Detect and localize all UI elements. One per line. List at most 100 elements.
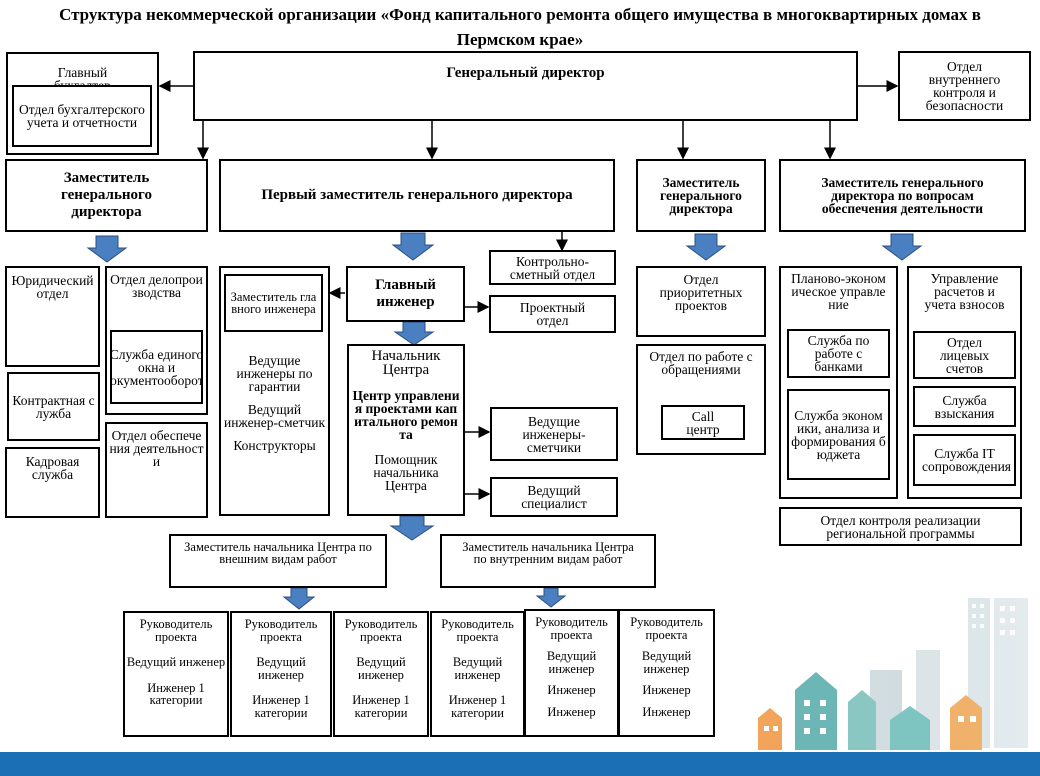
- program-control-box: Отдел контроля реализации региональной п…: [779, 507, 1022, 546]
- contract-service-label: Контрактная служба: [12, 392, 95, 421]
- call-center-box: Call центр: [661, 405, 745, 440]
- team-box: Руководитель проекта Ведущий инженер Инж…: [430, 611, 525, 737]
- hr-service-label: Кадровая служба: [25, 454, 80, 482]
- banks-service-box: Служба по работе с банками: [787, 329, 890, 378]
- deputy-external-label: Заместитель начальника Центра по внешним…: [184, 540, 372, 566]
- deputy-internal-box: Заместитель начальника Центра по внутрен…: [440, 534, 656, 588]
- deputy-right-label: Заместитель генерального директора: [660, 175, 742, 216]
- accounting-dept-label: Отдел бухгалтерского учета и отчетности: [19, 102, 145, 130]
- team-engineer-label: Ведущий инженер: [452, 655, 503, 682]
- lead-specialist-label: Ведущий специалист: [521, 483, 587, 511]
- warranty-engineers-label: Ведущие инженеры по гарантии: [236, 353, 313, 394]
- center-head-label: Начальник Центра: [371, 348, 441, 378]
- block-arrow-center: [393, 321, 435, 346]
- project-center-box: Начальник Центра Центр управления проект…: [347, 344, 465, 516]
- collection-service-label: Служба взыскания: [934, 392, 995, 421]
- chief-engineer-box: Главный инженер: [346, 266, 465, 322]
- team-lead-label: Руководитель проекта: [630, 615, 703, 642]
- center-assistant-label: Помощник начальника Центра: [373, 452, 439, 493]
- records-dept-label: Отдел делопроизводства: [110, 272, 203, 300]
- single-window-label: Служба единого окна и документооборота: [110, 346, 203, 388]
- estimate-control-box: Контрольно-сметный отдел: [489, 250, 616, 285]
- team-lead-label: Руководитель проекта: [535, 615, 608, 642]
- it-service-box: Служба IT сопровождения: [913, 434, 1016, 486]
- team-box: Руководитель проекта Ведущий инженер Инж…: [524, 609, 619, 737]
- deputy-support-box: Заместитель генерального директора по во…: [779, 159, 1026, 232]
- team-engineer2-label: Инженер 1 категории: [147, 680, 205, 707]
- estimate-control-label: Контрольно-сметный отдел: [509, 253, 596, 282]
- team-engineer-label: Ведущий инженер: [546, 649, 597, 676]
- accounting-dept-box: Отдел бухгалтерского учета и отчетности: [12, 85, 152, 147]
- team-engineer3-label: Инженер: [642, 704, 691, 719]
- economics-service-box: Служба экономики, анализа и формирования…: [787, 389, 890, 480]
- team-engineer2-label: Инженер: [642, 683, 691, 697]
- personal-accounts-box: Отдел лицевых счетов: [913, 331, 1016, 379]
- planning-dept-label: Планово-экономическое управление: [791, 271, 886, 312]
- page-title: Структура некоммерческой организации «Фо…: [59, 5, 981, 49]
- banks-service-label: Служба по работе с банками: [807, 333, 870, 374]
- block-arrow-right: [685, 233, 727, 261]
- center-estimators-box: Ведущие инженеры-сметчики: [490, 407, 618, 461]
- team-lead-label: Руководитель проекта: [139, 617, 213, 644]
- center-name-label: Центр управления проектами капитального …: [352, 388, 460, 442]
- legal-dept-box: Юридический отдел: [5, 266, 100, 367]
- team-box: Руководитель проекта Ведущий инженер Инж…: [333, 611, 429, 737]
- block-arrow-chief-engineer: [391, 232, 435, 261]
- team-box: Руководитель проекта Ведущий инженер Инж…: [123, 611, 229, 737]
- team-engineer2-label: Инженер 1 категории: [352, 693, 410, 720]
- general-director-label: Генеральный директор: [446, 65, 605, 81]
- priority-projects-label: Отдел приоритетных проектов: [659, 272, 743, 313]
- lead-specialist-box: Ведущий специалист: [490, 477, 618, 517]
- deputy-right-box: Заместитель генерального директора: [636, 159, 766, 232]
- internal-control-box: Отдел внутреннего контроля и безопасност…: [898, 51, 1031, 121]
- deputy-chief-engineer-box: Заместитель главного инженера: [224, 274, 323, 332]
- block-arrow-support: [881, 233, 923, 261]
- deputy-support-label: Заместитель генерального директора по во…: [821, 175, 984, 216]
- team-engineer-label: Ведущий инженер: [256, 655, 306, 682]
- support-dept-label: Отдел обеспечения деятельности: [109, 428, 204, 469]
- deputy-chief-engineer-label: Заместитель главного инженера: [230, 290, 317, 316]
- legal-dept-label: Юридический отдел: [11, 273, 94, 301]
- single-window-box: Служба единого окна и документооборота: [110, 330, 203, 404]
- team-box: Руководитель проекта Ведущий инженер Инж…: [230, 611, 332, 737]
- team-engineer2-label: Инженер 1 категории: [448, 693, 507, 720]
- call-center-label: Call центр: [686, 408, 720, 437]
- deputy-left-label: Заместитель генерального директора: [61, 170, 152, 220]
- general-director-box: Генеральный директор: [193, 51, 858, 121]
- hr-service-box: Кадровая служба: [5, 447, 100, 518]
- program-control-label: Отдел контроля реализации региональной п…: [820, 512, 981, 541]
- block-arrow-center-deputies: [389, 515, 435, 541]
- deputy-external-box: Заместитель начальника Центра по внешним…: [169, 534, 387, 588]
- team-lead-label: Руководитель проекта: [344, 617, 418, 644]
- block-arrow-external: [282, 587, 316, 610]
- deputy-internal-label: Заместитель начальника Центра по внутрен…: [462, 540, 634, 566]
- footer-bar: [0, 752, 1040, 776]
- support-dept-box: Отдел обеспечения деятельности: [105, 422, 208, 518]
- settlements-dept-label: Управление расчетов и учета взносов: [924, 271, 1005, 312]
- team-lead-label: Руководитель проекта: [244, 617, 318, 644]
- first-deputy-label: Первый заместитель генерального директор…: [261, 187, 573, 203]
- block-arrow-left: [86, 235, 128, 263]
- team-engineer2-label: Инженер 1 категории: [252, 693, 310, 720]
- constructors-label: Конструкторы: [233, 438, 316, 453]
- team-engineer-label: Ведущий инженер: [641, 649, 692, 676]
- chief-engineer-label: Главный инженер: [375, 277, 436, 310]
- project-dept-box: Проектный отдел: [489, 295, 616, 333]
- block-arrow-internal: [535, 587, 567, 608]
- team-engineer-label: Ведущий инженер: [356, 655, 406, 682]
- estimator-engineer-label: Ведущий инженер-сметчик: [223, 402, 326, 430]
- team-engineer2-label: Инженер: [547, 683, 596, 697]
- collection-service-box: Служба взыскания: [913, 386, 1016, 427]
- economics-service-label: Служба экономики, анализа и формирования…: [791, 407, 886, 462]
- center-estimators-label: Ведущие инженеры-сметчики: [522, 413, 586, 455]
- team-lead-label: Руководитель проекта: [441, 617, 514, 644]
- deputy-left-box: Заместитель генерального директора: [5, 159, 208, 232]
- internal-control-label: Отдел внутреннего контроля и безопасност…: [925, 59, 1004, 113]
- first-deputy-box: Первый заместитель генерального директор…: [219, 159, 615, 232]
- project-dept-label: Проектный отдел: [519, 300, 586, 328]
- it-service-label: Служба IT сопровождения: [922, 446, 1012, 474]
- team-box: Руководитель проекта Ведущий инженер Инж…: [618, 609, 715, 737]
- contract-service-box: Контрактная служба: [7, 372, 100, 441]
- appeals-dept-label: Отдел по работе с обращениями: [649, 349, 753, 377]
